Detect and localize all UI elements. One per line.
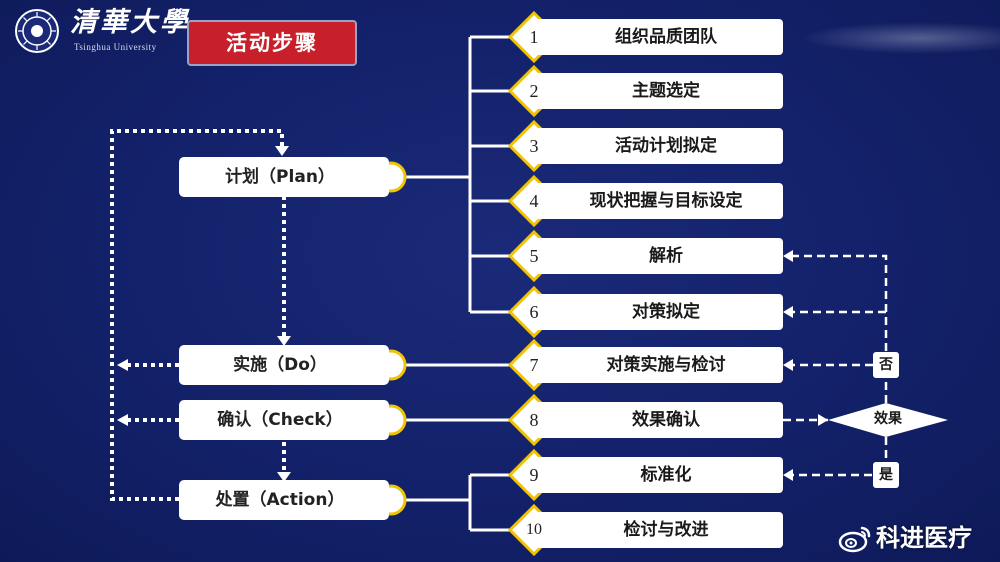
- step-1-box: 组织品质团队: [535, 19, 783, 55]
- step-2-box: 主题选定: [535, 73, 783, 109]
- decorative-glow: [800, 22, 1000, 54]
- stage-check: 确认（Check）: [179, 400, 389, 440]
- stage-action-label: 处置（Action）: [215, 490, 345, 510]
- decision-diamond: [828, 403, 948, 437]
- stage-check-label: 确认（Check）: [217, 410, 343, 430]
- dotted-arrowheads: [117, 146, 291, 482]
- step-10-number: 10: [526, 521, 542, 538]
- university-name: 清華大學: [70, 7, 190, 38]
- step-7-box: 对策实施与检讨: [535, 347, 783, 383]
- step-8-box: 效果确认: [535, 402, 783, 438]
- decision-no-tag: 否: [873, 352, 899, 378]
- stage-plan-label: 计划（Plan）: [225, 167, 335, 187]
- university-name-en: Tsinghua University: [74, 42, 157, 52]
- watermark: 科进医疗: [838, 520, 998, 556]
- step-9-box: 标准化: [535, 457, 783, 493]
- dotted-connectors: [110, 129, 286, 501]
- step-5-number: 5: [529, 246, 539, 266]
- step-3-number: 3: [529, 136, 539, 156]
- step-6-number: 6: [529, 302, 539, 322]
- stage-action: 处置（Action）: [179, 480, 389, 520]
- step-4-number: 4: [529, 191, 539, 211]
- step-3-box: 活动计划拟定: [535, 128, 783, 164]
- decision-yes-tag: 是: [873, 462, 899, 488]
- stage-do: 实施（Do）: [179, 345, 389, 385]
- solid-connectors: [405, 35, 520, 532]
- step-6-box: 对策拟定: [535, 294, 783, 330]
- watermark-text: 科进医疗: [876, 524, 972, 552]
- decision-label: 效果: [874, 411, 902, 427]
- page-title: 活动步骤: [187, 20, 357, 66]
- weibo-icon: [838, 526, 871, 553]
- stage-connector-circles: [375, 161, 407, 516]
- dashed-connectors: [783, 254, 888, 477]
- step-5-box: 解析: [535, 238, 783, 274]
- step-2-number: 2: [529, 81, 539, 101]
- tsinghua-seal-icon: [15, 9, 59, 53]
- dashed-arrowheads: [783, 250, 828, 481]
- stage-plan: 计划（Plan）: [179, 157, 389, 197]
- step-9-number: 9: [529, 465, 539, 485]
- step-1-number: 1: [529, 27, 539, 47]
- step-4-box: 现状把握与目标设定: [535, 183, 783, 219]
- step-10-box: 检讨与改进: [535, 512, 783, 548]
- step-8-number: 8: [529, 410, 539, 430]
- step-7-number: 7: [529, 355, 539, 375]
- stage-do-label: 实施（Do）: [233, 355, 327, 375]
